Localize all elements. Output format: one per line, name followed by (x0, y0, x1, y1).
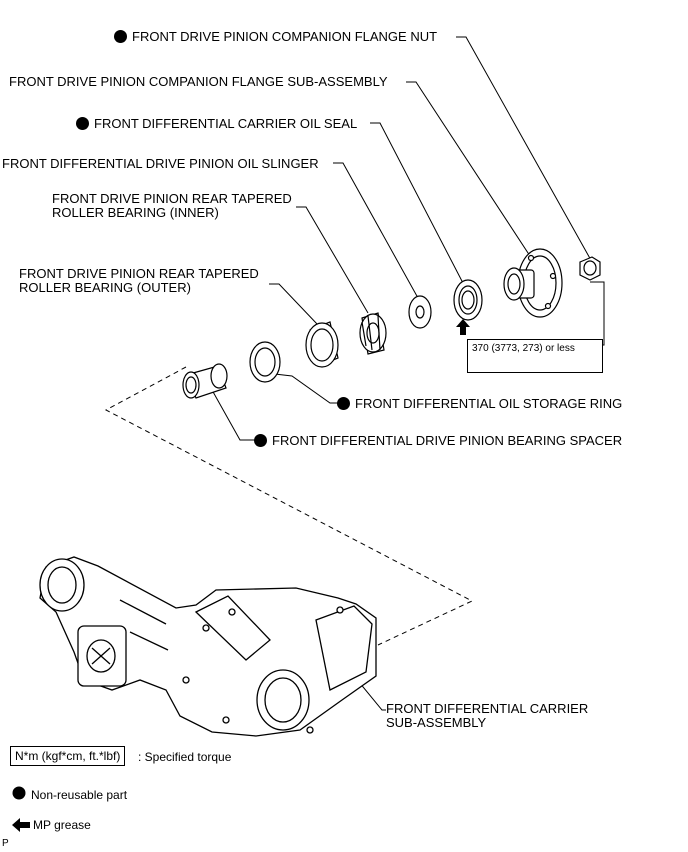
bearing-spacer-part (182, 363, 228, 399)
assembly-dashed-line (104, 366, 474, 646)
oil-slinger-part (408, 295, 432, 329)
leader-flange-sub (406, 81, 531, 257)
label-spacer: FRONT DIFFERENTIAL DRIVE PINION BEARING … (254, 433, 622, 448)
label-outer-bearing-1: FRONT DRIVE PINION REAR TAPERED (19, 266, 259, 281)
legend-grease-arrow-icon (12, 818, 30, 832)
torque-spec-box: 370 (3773, 273) or less (467, 339, 603, 373)
leader-torque (590, 281, 605, 346)
legend-torque-unit: N*m (kgf*cm, ft.*lbf) (10, 746, 126, 766)
label-storage-ring: FRONT DIFFERENTIAL OIL STORAGE RING (337, 396, 622, 411)
label-outer-bearing-2: ROLLER BEARING (OUTER) (19, 280, 191, 295)
nonreusable-dot-icon (114, 30, 127, 43)
label-text: FRONT DRIVE PINION COMPANION FLANGE NUT (132, 29, 438, 44)
label-carrier-1: FRONT DIFFERENTIAL CARRIER (386, 701, 589, 716)
legend-nonreusable-text: Non-reusable part (31, 788, 128, 802)
leader-oil-seal (370, 122, 465, 286)
inner-bearing-part (359, 312, 387, 355)
leader-inner-bearing (296, 206, 369, 314)
label-carrier-2: SUB-ASSEMBLY (386, 715, 487, 730)
label-inner-bearing-2: ROLLER BEARING (INNER) (52, 205, 219, 220)
flange-nut-part (579, 256, 601, 281)
storage-ring-part (249, 341, 281, 383)
label-text: FRONT DIFFERENTIAL OIL STORAGE RING (355, 396, 623, 411)
nonreusable-dot-icon (254, 434, 267, 447)
legend-grease-text: MP grease (33, 818, 91, 832)
label-flange-sub: FRONT DRIVE PINION COMPANION FLANGE SUB-… (9, 74, 388, 89)
carrier-assembly-part (39, 556, 377, 737)
label-inner-bearing-1: FRONT DRIVE PINION REAR TAPERED (52, 191, 292, 206)
outer-bearing-part (305, 321, 339, 368)
label-oil-slinger: FRONT DIFFERENTIAL DRIVE PINION OIL SLIN… (2, 156, 319, 171)
label-text: FRONT DIFFERENTIAL DRIVE PINION BEARING … (272, 433, 623, 448)
label-oil-seal: FRONT DIFFERENTIAL CARRIER OIL SEAL (76, 116, 357, 131)
legend-torque-text: : Specified torque (138, 750, 232, 764)
leader-flange-nut (456, 36, 593, 263)
grease-arrow-icon (456, 319, 470, 335)
nonreusable-dot-icon (76, 117, 89, 130)
leader-oil-slinger (333, 162, 419, 299)
leader-spacer (211, 389, 255, 441)
companion-flange-part (503, 248, 563, 318)
oil-seal-part (453, 279, 483, 321)
leader-storage-ring (265, 372, 340, 404)
legend-nonreusable-dot-icon (12, 786, 26, 800)
label-text: FRONT DIFFERENTIAL CARRIER OIL SEAL (94, 116, 358, 131)
label-flange-nut: FRONT DRIVE PINION COMPANION FLANGE NUT (114, 29, 437, 44)
nonreusable-dot-icon (337, 397, 350, 410)
leader-outer-bearing (269, 283, 319, 326)
corner-mark: P (2, 838, 9, 849)
